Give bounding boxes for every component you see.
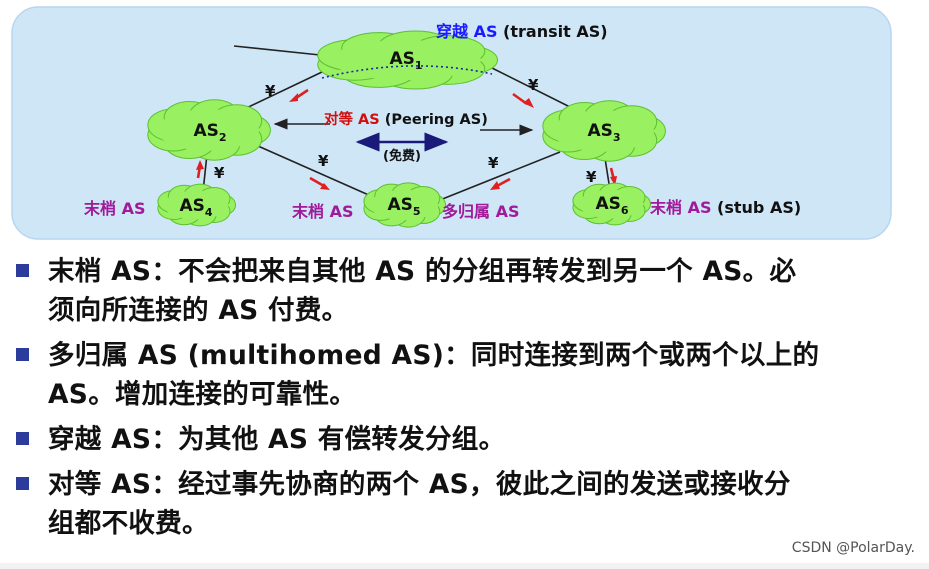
link-as3-as5 (439, 151, 561, 201)
cloud-as2 (147, 99, 271, 161)
link-as1-as3 (491, 67, 581, 113)
free-label: (免费) (383, 148, 421, 164)
bullet-stub-line2: 须向所连接的 AS 付费。 (48, 295, 349, 326)
yen-as2-as4: ¥ (214, 164, 225, 182)
node-label-as2: AS2 (193, 121, 226, 144)
node-label-as6: AS6 (595, 194, 628, 217)
bullet-multihomed-line1: 多归属 AS (multihomed AS)：同时连接到两个或两个以上的 (48, 340, 820, 371)
link-as1-as2 (237, 71, 323, 113)
node-label-as1: AS1 (389, 49, 422, 72)
cloud-as4 (157, 183, 237, 227)
pay-arrow-as5-as3 (496, 177, 511, 188)
bullet-transit-as: 穿越 AS：为其他 AS 有偿转发分组。 (10, 420, 915, 459)
bullet-peering-line2: 组都不收费。 (48, 508, 209, 539)
cloud-group (147, 30, 666, 228)
cloud-as5 (363, 182, 447, 228)
bottom-strip (0, 563, 929, 569)
node-label-as4: AS4 (179, 196, 212, 219)
peering-label: 对等 AS (Peering AS) (324, 110, 488, 128)
bullet-multihomed-line2: AS。增加连接的可靠性。 (48, 379, 357, 410)
cloud-as1 (317, 30, 499, 90)
bullet-stub-line1: 末梢 AS：不会把来自其他 AS 的分组再转发到另一个 AS。必 (48, 256, 797, 287)
as-topology-diagram: AS1 AS2 AS3 AS4 AS5 AS6 穿越 AS (transit A… (11, 6, 892, 240)
bullet-square-icon (16, 432, 29, 445)
transit-dotted-path (321, 65, 493, 79)
definition-list: 末梢 AS：不会把来自其他 AS 的分组再转发到另一个 AS。必 须向所连接的 … (10, 252, 915, 549)
stub-label-as6: 末梢 AS (stub AS) (650, 198, 801, 217)
link-external (233, 45, 321, 56)
csdn-watermark: CSDN @PolarDay. (791, 540, 915, 556)
diagram-panel (11, 6, 892, 240)
multihomed-label: 多归属 AS (442, 202, 519, 221)
stub-label-as4: 末梢 AS (84, 199, 145, 218)
node-label-as3: AS3 (587, 121, 620, 144)
bullet-peering-as: 对等 AS：经过事先协商的两个 AS，彼此之间的发送或接收分 组都不收费。 (10, 465, 915, 543)
bullet-square-icon (16, 348, 29, 361)
node-label-as5: AS5 (387, 195, 420, 218)
stub-label-as5: 末梢 AS (292, 202, 353, 221)
yen-as1-as2: ¥ (265, 82, 276, 100)
payment-arrowheads (196, 93, 617, 190)
yen-markers: ¥ ¥ ¥ ¥ ¥ ¥ (214, 76, 597, 186)
yen-as2-as5: ¥ (318, 152, 329, 170)
bullet-square-icon (16, 477, 29, 490)
link-as2-as5 (257, 145, 381, 201)
bullet-square-icon (16, 264, 29, 277)
bullet-transit-line1: 穿越 AS：为其他 AS 有偿转发分组。 (48, 424, 506, 455)
cloud-as3 (542, 100, 666, 162)
yen-as3-as5: ¥ (488, 154, 499, 172)
yen-as1-as3: ¥ (528, 76, 539, 94)
pay-arrow-as5-as2 (309, 176, 325, 188)
cloud-as6 (572, 182, 652, 226)
transit-label: 穿越 AS (transit AS) (436, 22, 608, 41)
bullet-multihomed-as: 多归属 AS (multihomed AS)：同时连接到两个或两个以上的 AS。… (10, 336, 915, 414)
yen-as3-as6: ¥ (586, 168, 597, 186)
bullet-stub-as: 末梢 AS：不会把来自其他 AS 的分组再转发到另一个 AS。必 须向所连接的 … (10, 252, 915, 330)
bullet-peering-line1: 对等 AS：经过事先协商的两个 AS，彼此之间的发送或接收分 (48, 469, 791, 500)
